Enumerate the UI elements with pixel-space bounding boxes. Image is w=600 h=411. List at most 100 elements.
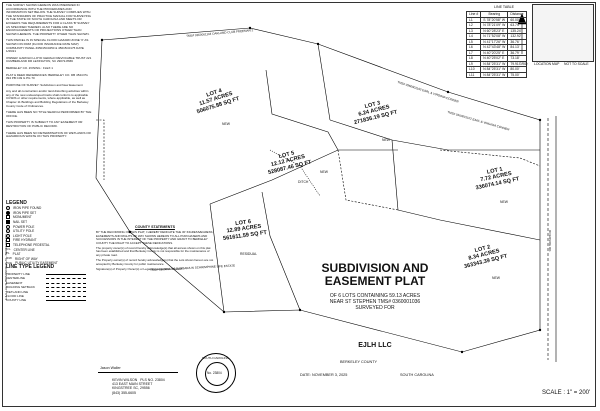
lot-line	[317, 43, 331, 121]
lot-4-status: NEW	[222, 122, 230, 126]
iron-pipe-icon	[460, 350, 464, 354]
line-type-label: FLOOD LINE	[6, 294, 24, 299]
legend-label: FIRE HYDRANT	[13, 238, 37, 243]
iron-pipe-icon	[100, 38, 104, 42]
column-header: Distance	[507, 11, 527, 18]
client-name: EJLH LLC	[358, 342, 392, 349]
ditch-label: DITCH	[298, 180, 309, 184]
iron-pipe-icon	[248, 26, 252, 30]
road-label: RIVERSIDE RD.	[548, 230, 552, 253]
legend-label: CENTER LINE	[13, 247, 35, 252]
surveyor-name: KEVIN WILSON	[112, 378, 138, 382]
line-type-row: WETLAND LINE	[6, 290, 86, 294]
statement-paragraph: The property owner(s) of record hereby a…	[96, 246, 211, 257]
table-cell: L10	[465, 66, 482, 73]
line-sample	[46, 300, 86, 302]
note-5: PLAT & DEED REFERENCES: BERKELEY CO. DB …	[6, 72, 88, 81]
line-sample	[46, 282, 86, 284]
line-type-label: COUNTY LINE	[6, 298, 27, 303]
easement-line	[96, 119, 105, 180]
iron-pipe-icon	[298, 308, 302, 312]
note-6: PURPOSE OF SURVEY: Subdivision and New E…	[6, 82, 83, 87]
note-7: Any and all construction and/or land dis…	[6, 89, 89, 108]
signer-name: Jason Waller	[100, 366, 121, 370]
seal-number: No. 23804	[207, 371, 222, 375]
grid-label: GRID	[519, 62, 528, 66]
line-type-row: PROPERTY LINE	[6, 272, 86, 276]
table-cell: N 84°25'31" W	[480, 66, 509, 73]
legend: LEGEND IRON PIPE FOUND IRON PIPE SET MON…	[6, 200, 92, 266]
legend-label: PUBLIC UTILITY EASEMENT	[15, 261, 58, 266]
legend-label: LIGHT POLE	[13, 233, 32, 238]
table-cell: 80.00'	[507, 66, 527, 73]
line-type-legend: PROPERTY LINE CENTERLINE EASEMENT BUILDI…	[6, 272, 86, 303]
legend-row: TELEPHONE PEDESTAL	[6, 243, 92, 248]
surveyor-phone: (843) 355-6605	[112, 390, 136, 395]
table-cell: 79.91'	[507, 60, 527, 67]
line-sample	[46, 291, 86, 293]
legend-label: IRON PIPE SET	[13, 210, 37, 215]
lot-line	[329, 119, 540, 151]
line-type-row: COUNTY LINE	[6, 298, 86, 302]
statement-paragraph: BY THE RECORDING OF THIS PLAT, I HEREBY …	[96, 230, 213, 245]
table-cell: L9	[465, 60, 482, 67]
easement-line	[337, 149, 399, 211]
legend-label: UTILITY POLE	[13, 229, 35, 234]
note-4: BERKELEY CO. ZONING : FLEX 1	[6, 65, 53, 70]
table-cell: N 84°25'31" W	[480, 60, 509, 67]
margin-text: EJLH LLC SUBDIVISION PLAT - BERKELEY CO.	[0, 233, 10, 400]
legend-label: MONUMENT	[13, 215, 32, 220]
surveyor-address: 413 EAST MAIN STREET	[112, 382, 153, 387]
line-type-label: WETLAND LINE	[6, 289, 29, 294]
telephone-pedestal-icon	[6, 243, 10, 248]
lot-line	[209, 203, 225, 313]
surveyor-block: KEVIN WILSON PLS NO. 23804 413 EAST MAIN…	[112, 378, 165, 395]
surveyor-seal: SOUTH CAROLINA No. 23804	[196, 353, 236, 393]
line-type-label: CENTERLINE	[6, 276, 26, 281]
legend-row: NAIL SET	[6, 220, 92, 225]
margin-text-label: EJLH LLC SUBDIVISION PLAT - BERKELEY CO.	[4, 233, 8, 300]
iron-pipe-icon	[446, 90, 450, 94]
abbrev-pue: PUE	[6, 260, 13, 265]
legend-label: TELEPHONE PEDESTAL	[13, 243, 50, 248]
location-map	[532, 4, 594, 62]
table-cell: N 40°20'25" E	[480, 49, 509, 56]
iron-pipe-found-icon	[6, 206, 10, 211]
legend-row: MONUMENT	[6, 215, 92, 220]
lot-5-status: NEW	[320, 170, 328, 174]
legend-label: NAIL SET	[13, 220, 28, 225]
iron-pipe-icon	[222, 310, 226, 314]
iron-pipe-set-icon	[6, 210, 10, 215]
table-cell: N 42°43'48" W	[480, 44, 509, 51]
line-sample	[46, 278, 86, 280]
legend-row: IRON PIPE SET	[6, 210, 92, 216]
ditch-line	[269, 149, 321, 197]
table-cell: L11	[465, 71, 482, 78]
fire-hydrant-icon	[6, 238, 10, 243]
table-cell: N 60°28'23" E	[480, 27, 509, 34]
sheet-border	[2, 2, 596, 407]
line-sample	[46, 295, 86, 297]
legend-label: RIGHT OF WAY	[14, 256, 38, 261]
legend-row: IRON PIPE FOUND	[6, 206, 92, 211]
note-10: THERE HAS BEEN NO DETERMINATION OF WETLA…	[6, 130, 91, 139]
line-type-label: EASEMENT	[6, 280, 23, 285]
signature-note: Signature(s) of Property Owner(s) or Leg…	[96, 267, 182, 272]
scale-label: SCALE : 1" = 200'	[542, 390, 591, 396]
light-pole-icon	[6, 233, 10, 238]
date-label: DATE: NOVEMBER 3, 2025	[300, 373, 348, 377]
table-cell: N 41°17'26" W	[480, 38, 509, 45]
plat-subtitle: OF 6 LOTS CONTAINING 59.13 ACRES NEAR ST…	[300, 293, 450, 311]
table-cell: 60.00'	[507, 16, 527, 23]
boundary-line	[95, 27, 541, 353]
seal-inner-ring	[205, 362, 229, 386]
county-statements-title: COUNTY STATEMENTS	[135, 225, 175, 229]
note-9: THIS PROPERTY IS SUBJECT TO ANY EASEMENT…	[6, 120, 83, 129]
abbrev-row: R/W	[6, 256, 12, 261]
